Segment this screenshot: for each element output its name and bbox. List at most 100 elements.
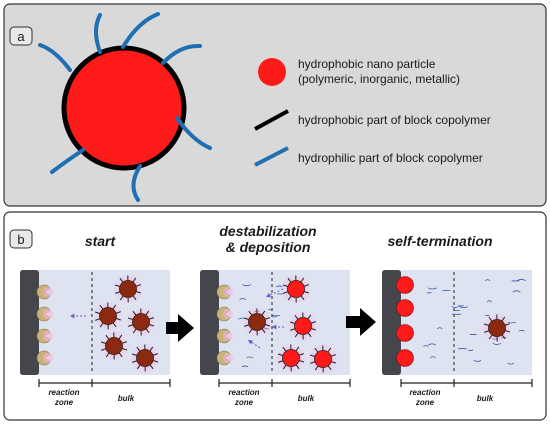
micelle-core xyxy=(294,317,312,335)
free-copolymer xyxy=(437,327,443,330)
micelle-spike xyxy=(105,334,110,340)
micelle-spike xyxy=(278,360,284,363)
micelle-spike xyxy=(149,364,154,370)
micelle-spike xyxy=(128,324,134,327)
stage-2-title-line1: destabilization xyxy=(219,223,316,239)
stage-self-termination xyxy=(382,270,533,387)
micelle-core xyxy=(248,313,266,331)
legend-hydrophobic-label: hydrophobic part of block copolymer xyxy=(298,113,491,127)
micelle-spike xyxy=(135,291,142,294)
micelle-spike xyxy=(136,364,141,370)
free-copolymer xyxy=(512,290,521,293)
micelle-spike xyxy=(148,324,155,327)
micelle-core xyxy=(488,319,506,337)
micelle-spike xyxy=(132,360,138,363)
electrode xyxy=(20,270,39,375)
micelle-spike xyxy=(132,328,137,334)
free-copolymer xyxy=(517,278,526,282)
micelle-spike xyxy=(307,332,312,338)
free-copolymer xyxy=(459,306,468,309)
micelle-spike xyxy=(307,314,312,320)
micelle-spike xyxy=(327,347,332,353)
stage-3-title: self-termination xyxy=(387,233,492,249)
micelle-spike xyxy=(264,324,271,327)
micelle-spike xyxy=(99,322,104,328)
micelle-spike xyxy=(112,322,117,328)
micelle-spike xyxy=(264,317,270,320)
nanoparticle-illustration xyxy=(38,12,212,202)
micelle-spike xyxy=(504,323,510,326)
legend-particle-swatch xyxy=(258,58,286,86)
micelle-spike xyxy=(283,291,289,294)
micelle-spike xyxy=(243,317,250,320)
stage-2-reaction-label-2: zone xyxy=(234,398,254,407)
binding-glow xyxy=(43,353,53,363)
micelle-spike xyxy=(330,361,337,364)
deposited-particle xyxy=(396,276,414,294)
micelle-spike xyxy=(303,291,310,294)
stage-3-bulk-label: bulk xyxy=(477,394,494,403)
binding-glow xyxy=(223,287,233,297)
stage-2-bulk-label: bulk xyxy=(298,394,315,403)
micelle-spike xyxy=(277,353,284,356)
diffusion-arrowhead xyxy=(70,313,75,319)
legend-hydrophobic-swatch xyxy=(254,109,289,131)
micelle-spike xyxy=(330,354,336,357)
micelle-spike xyxy=(282,284,289,287)
binding-glow xyxy=(43,331,53,341)
micelle-core xyxy=(99,307,117,325)
micelle-spike xyxy=(132,277,137,283)
micelle-spike xyxy=(303,284,309,287)
micelle-spike xyxy=(282,364,287,370)
stage-3-reaction-label-1: reaction xyxy=(409,388,440,397)
micelle-spike xyxy=(148,317,154,320)
legend-hydrophilic-swatch xyxy=(254,146,289,167)
micelle-spike xyxy=(314,365,319,371)
legend-hydrophilic-label: hydrophilic part of block copolymer xyxy=(298,151,483,165)
free-copolymer xyxy=(242,284,252,287)
panel-a-tag: a xyxy=(17,29,25,44)
chain-7 xyxy=(50,148,85,174)
micelle-spike xyxy=(145,328,150,334)
process-arrow-1 xyxy=(166,314,194,342)
micelle-spike xyxy=(118,334,123,340)
micelle-spike xyxy=(504,330,511,333)
micelle-spike xyxy=(244,324,250,327)
legend-particle-line2: (polymeric, inorganic, metallic) xyxy=(298,72,460,86)
free-copolymer xyxy=(271,315,277,318)
chain-3 xyxy=(121,12,160,49)
stage-3-reaction-label-2: zone xyxy=(415,398,435,407)
micelle-spike xyxy=(121,341,127,344)
micelle-spike xyxy=(327,365,332,371)
micelle-spike xyxy=(99,304,104,310)
deposited-particle xyxy=(396,324,414,342)
micelle-spike xyxy=(115,311,121,314)
process-arrow-2 xyxy=(346,308,376,336)
diffusion-arrowhead xyxy=(266,292,271,298)
micelle-spike xyxy=(101,348,107,351)
micelle-core xyxy=(136,349,154,367)
micelle-spike xyxy=(152,360,159,363)
zone-labels: reaction zone bulk reaction zone bulk re… xyxy=(48,388,493,407)
deposited-particle xyxy=(396,299,414,317)
micelle-spike xyxy=(115,291,121,294)
micelle-spike xyxy=(131,353,138,356)
free-copolymer xyxy=(473,360,482,362)
legend: hydrophobic nano particle (polymeric, in… xyxy=(254,57,491,167)
chain-1 xyxy=(38,43,72,72)
micelle-spike xyxy=(127,317,134,320)
micelle-spike xyxy=(295,364,300,370)
micelle-spike xyxy=(310,328,317,331)
micelle-spike xyxy=(132,295,137,301)
micelle-spike xyxy=(132,310,137,316)
micelle-spike xyxy=(248,328,253,334)
binding-glow xyxy=(43,287,53,297)
stage-1-reaction-label-2: zone xyxy=(54,398,74,407)
free-copolymer xyxy=(486,300,493,303)
free-copolymer xyxy=(246,356,254,359)
micelle-spike xyxy=(94,311,101,314)
micelle-spike xyxy=(114,284,121,287)
stage-1-reaction-label-1: reaction xyxy=(48,388,79,397)
chain-4 xyxy=(161,43,202,65)
panel-b-tag: b xyxy=(17,232,24,247)
